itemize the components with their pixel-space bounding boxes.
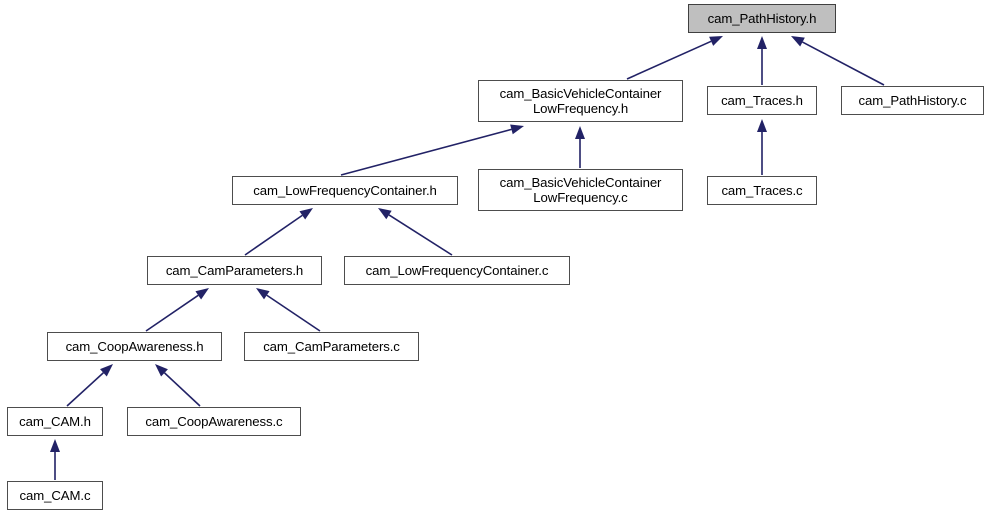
- graph-node-cam_Traces_h[interactable]: cam_Traces.h: [707, 86, 817, 115]
- graph-node-label: cam_Traces.c: [721, 183, 803, 198]
- graph-edge-cam_LowFrequencyContainer_c-to-cam_LowFrequencyContainer_h: [378, 208, 453, 256]
- graph-node-cam_CamParameters_c[interactable]: cam_CamParameters.c: [244, 332, 419, 361]
- graph-edge-cam_CamParameters_c-to-cam_CamParameters_h: [256, 288, 321, 332]
- graph-edge-cam_CoopAwareness_c-to-cam_CoopAwareness_h: [155, 364, 201, 407]
- graph-node-label: cam_CamParameters.c: [263, 339, 400, 354]
- graph-node-label: cam_PathHistory.h: [707, 11, 817, 26]
- graph-edge-cam_CoopAwareness_h-to-cam_CamParameters_h: [145, 288, 209, 332]
- graph-node-label: cam_Traces.h: [721, 93, 803, 108]
- graph-node-cam_CamParameters_h[interactable]: cam_CamParameters.h: [147, 256, 322, 285]
- graph-edge-cam_CamParameters_h-to-cam_LowFrequencyContainer_h: [244, 208, 313, 256]
- graph-node-label: cam_CAM.h: [19, 414, 91, 429]
- graph-node-cam_CAM_h[interactable]: cam_CAM.h: [7, 407, 103, 436]
- graph-node-cam_Traces_c[interactable]: cam_Traces.c: [707, 176, 817, 205]
- graph-node-cam_LowFrequencyContainer_c[interactable]: cam_LowFrequencyContainer.c: [344, 256, 570, 285]
- graph-edge-cam_Traces_c-to-cam_Traces_h: [757, 119, 767, 175]
- graph-node-label: cam_LowFrequencyContainer.c: [365, 263, 549, 278]
- graph-edge-cam_PathHistory_c-to-cam_PathHistory_h: [791, 36, 885, 86]
- graph-edge-cam_CAM_c-to-cam_CAM_h: [50, 439, 60, 480]
- graph-node-cam_PathHistory_c[interactable]: cam_PathHistory.c: [841, 86, 984, 115]
- graph-node-cam_CAM_c[interactable]: cam_CAM.c: [7, 481, 103, 510]
- graph-node-label: cam_CoopAwareness.h: [65, 339, 204, 354]
- graph-node-label: cam_PathHistory.c: [858, 93, 967, 108]
- graph-node-label: cam_CAM.c: [19, 488, 91, 503]
- graph-node-cam_PathHistory_h[interactable]: cam_PathHistory.h: [688, 4, 836, 33]
- graph-edge-cam_LowFrequencyContainer_h-to-cam_BasicVehicleContainerLowFrequency_h: [340, 124, 524, 176]
- graph-edge-cam_Traces_h-to-cam_PathHistory_h: [757, 36, 767, 85]
- graph-node-label: cam_CoopAwareness.c: [145, 414, 283, 429]
- graph-edge-cam_BasicVehicleContainerLowFrequency_h-to-cam_PathHistory_h: [626, 36, 723, 80]
- graph-node-cam_CoopAwareness_c[interactable]: cam_CoopAwareness.c: [127, 407, 301, 436]
- graph-edge-cam_CAM_h-to-cam_CoopAwareness_h: [66, 364, 113, 407]
- graph-node-cam_LowFrequencyContainer_h[interactable]: cam_LowFrequencyContainer.h: [232, 176, 458, 205]
- graph-node-label: cam_BasicVehicleContainer LowFrequency.h: [499, 86, 662, 116]
- graph-node-label: cam_BasicVehicleContainer LowFrequency.c: [499, 175, 662, 205]
- graph-edge-cam_BasicVehicleContainerLowFrequency_c-to-cam_BasicVehicleContainerLowFrequency_h: [575, 126, 585, 168]
- graph-node-cam_BasicVehicleContainerLowFrequency_h[interactable]: cam_BasicVehicleContainer LowFrequency.h: [478, 80, 683, 122]
- graph-node-label: cam_LowFrequencyContainer.h: [253, 183, 437, 198]
- graph-node-label: cam_CamParameters.h: [165, 263, 304, 278]
- graph-node-cam_BasicVehicleContainerLowFrequency_c[interactable]: cam_BasicVehicleContainer LowFrequency.c: [478, 169, 683, 211]
- graph-node-cam_CoopAwareness_h[interactable]: cam_CoopAwareness.h: [47, 332, 222, 361]
